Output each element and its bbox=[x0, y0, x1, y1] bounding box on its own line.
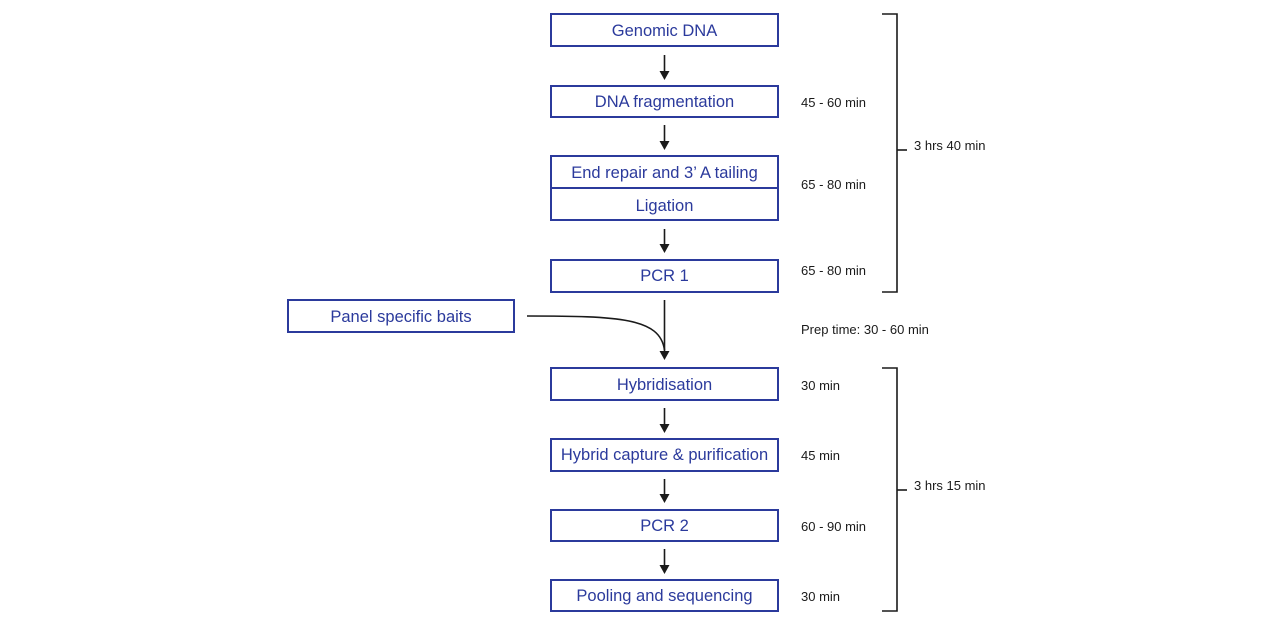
arrow-pcr2-to-pooling bbox=[659, 549, 670, 574]
arrow-capture-to-pcr2 bbox=[659, 479, 670, 503]
step-panel-baits: Panel specific baits bbox=[287, 299, 515, 333]
step-end-repair-label: End repair and 3’ A tailing bbox=[571, 164, 758, 182]
arrow-fragmentation-to-end-repair bbox=[659, 125, 670, 150]
total-lower: 3 hrs 15 min bbox=[914, 478, 986, 493]
step-genomic-dna: Genomic DNA bbox=[550, 13, 779, 47]
time-pooling: 30 min bbox=[801, 589, 840, 604]
step-hybrid-capture: Hybrid capture & purification bbox=[550, 438, 779, 472]
bracket-upper bbox=[882, 13, 907, 293]
step-hybrid-capture-label: Hybrid capture & purification bbox=[561, 446, 768, 464]
time-prep: Prep time: 30 - 60 min bbox=[801, 322, 929, 337]
step-dna-fragmentation: DNA fragmentation bbox=[550, 85, 779, 118]
arrow-genomic-to-fragmentation bbox=[659, 55, 670, 80]
step-ligation-label: Ligation bbox=[636, 197, 694, 215]
step-pcr2: PCR 2 bbox=[550, 509, 779, 542]
arrow-pcr1-to-hybridisation bbox=[659, 300, 670, 360]
step-genomic-dna-label: Genomic DNA bbox=[612, 22, 717, 40]
step-dna-fragmentation-label: DNA fragmentation bbox=[595, 93, 734, 111]
time-pcr1: 65 - 80 min bbox=[801, 263, 866, 278]
step-pcr1: PCR 1 bbox=[550, 259, 779, 293]
step-end-repair: End repair and 3’ A tailing bbox=[550, 155, 779, 189]
bracket-lower bbox=[882, 367, 907, 612]
step-pcr2-label: PCR 2 bbox=[640, 517, 689, 535]
arrow-baits-to-hybridisation bbox=[526, 315, 666, 351]
time-hybrid-capture: 45 min bbox=[801, 448, 840, 463]
step-pcr1-label: PCR 1 bbox=[640, 267, 689, 285]
step-pooling-label: Pooling and sequencing bbox=[576, 587, 752, 605]
time-pcr2: 60 - 90 min bbox=[801, 519, 866, 534]
time-hybridisation: 30 min bbox=[801, 378, 840, 393]
arrow-ligation-to-pcr1 bbox=[659, 229, 670, 253]
time-fragmentation: 45 - 60 min bbox=[801, 95, 866, 110]
step-panel-baits-label: Panel specific baits bbox=[330, 308, 471, 326]
arrow-hybridisation-to-capture bbox=[659, 408, 670, 433]
step-ligation: Ligation bbox=[550, 187, 779, 221]
total-upper: 3 hrs 40 min bbox=[914, 138, 986, 153]
time-end-repair-ligation: 65 - 80 min bbox=[801, 177, 866, 192]
step-hybridisation: Hybridisation bbox=[550, 367, 779, 401]
step-hybridisation-label: Hybridisation bbox=[617, 376, 712, 394]
step-pooling: Pooling and sequencing bbox=[550, 579, 779, 612]
